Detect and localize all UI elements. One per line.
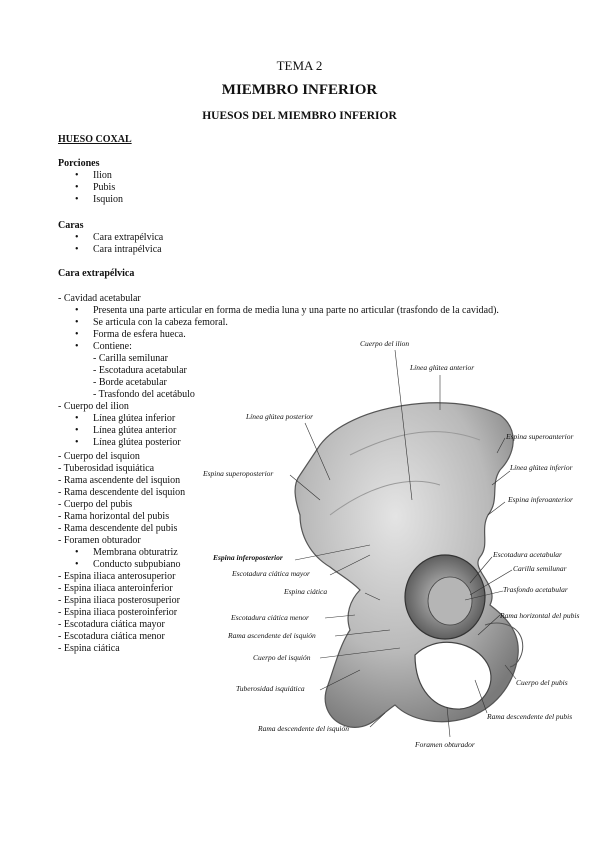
body-bullet: Conducto subpubiano xyxy=(75,559,180,571)
label-rama-descendente-isquion: Rama descendente del isquión xyxy=(258,724,350,733)
body-subline: - Trasfondo del acetábulo xyxy=(93,389,195,400)
body-bullet: Membrana obturatriz xyxy=(75,547,178,559)
body-line: - Rama descendente del pubis xyxy=(58,523,178,534)
body-line: - Cuerpo del ilion xyxy=(58,401,129,412)
body-line: - Rama ascendente del isquion xyxy=(58,475,181,486)
body-bullet: Contiene: xyxy=(75,341,132,353)
body-line: - Escotadura ciática menor xyxy=(58,631,165,642)
label-linea-glutea-posterior: Línea glútea posterior xyxy=(246,412,314,421)
caras-heading: Caras xyxy=(58,220,84,231)
label-escotadura-acetabular: Escotadura acetabular xyxy=(493,550,562,559)
body-line: - Cuerpo del pubis xyxy=(58,499,133,510)
list-item: Cara intrapélvica xyxy=(75,244,161,256)
body-subline: - Carilla semilunar xyxy=(93,353,168,364)
body-line: - Cuerpo del isquion xyxy=(58,451,140,462)
hip-bone-figure: Cuerpo del ilion Línea glútea anterior L… xyxy=(200,335,599,755)
hip-bone-illustration xyxy=(289,349,524,738)
body-bullet: Línea glútea inferior xyxy=(75,413,175,425)
cara-extrapelvica-heading: Cara extrapélvica xyxy=(58,268,135,279)
body-line: - Espina iliaca anteroinferior xyxy=(58,583,173,594)
label-rama-ascendente-isquion: Rama ascendente del isquión xyxy=(228,631,316,640)
body-line: - Rama descendente del isquion xyxy=(58,487,186,498)
porciones-heading: Porciones xyxy=(58,158,100,169)
label-rama-descendente-pubis: Rama descendente del pubis xyxy=(487,712,573,721)
body-line: - Rama horizontal del pubis xyxy=(58,511,170,522)
label-escotadura-ciatica-mayor: Escotadura ciática mayor xyxy=(232,569,310,578)
label-foramen-obturador: Foramen obturador xyxy=(415,740,475,749)
body-bullet: Línea glútea posterior xyxy=(75,437,181,449)
list-item: Cara extrapélvica xyxy=(75,232,163,244)
label-espina-ciatica: Espina ciática xyxy=(284,587,328,596)
section-heading: HUESO COXAL xyxy=(58,134,132,145)
topic-number: TEMA 2 xyxy=(276,58,323,73)
body-line: - Cavidad acetabular xyxy=(58,293,141,304)
label-espina-superoposterior: Espina superoposterior xyxy=(203,469,274,478)
label-escotadura-ciatica-menor: Escotadura ciática menor xyxy=(231,613,309,622)
list-item: Ilion xyxy=(75,170,112,182)
page-subtitle: HUESOS DEL MIEMBRO INFERIOR xyxy=(202,110,397,122)
list-item: Pubis xyxy=(75,182,115,194)
label-espina-inferoposterior: Espina inferoposterior xyxy=(213,553,283,562)
label-cuerpo-isquion: Cuerpo del isquión xyxy=(253,653,311,662)
label-cuerpo-ilion: Cuerpo del ilion xyxy=(360,339,410,348)
label-linea-glutea-anterior: Línea glútea anterior xyxy=(410,363,475,372)
body-line: - Espina ciática xyxy=(58,643,120,654)
body-line: - Espina iliaca posteroinferior xyxy=(58,607,178,618)
body-subline: - Escotadura acetabular xyxy=(93,365,187,376)
label-tuberosidad-isquiatica: Tuberosidad isquiática xyxy=(236,684,305,693)
body-line: - Foramen obturador xyxy=(58,535,141,546)
body-bullet: Presenta una parte articular en forma de… xyxy=(75,305,499,317)
body-bullet: Forma de esfera hueca. xyxy=(75,329,186,341)
body-line: - Espina iliaca anterosuperior xyxy=(58,571,176,582)
label-trasfondo-acetabular: Trasfondo acetabular xyxy=(503,585,568,594)
label-carilla-semilunar: Carilla semilunar xyxy=(513,564,567,573)
label-espina-superoanterior: Espina superoanterior xyxy=(506,432,574,441)
page-title: MIEMBRO INFERIOR xyxy=(221,82,378,98)
body-line: - Espina iliaca posterosuperior xyxy=(58,595,180,606)
body-line: - Tuberosidad isquiática xyxy=(58,463,155,474)
label-linea-glutea-inferior: Línea glútea inferior xyxy=(510,463,573,472)
label-rama-horizontal-pubis: Rama horizontal del pubis xyxy=(500,611,580,620)
body-bullet: Línea glútea anterior xyxy=(75,425,176,437)
list-item: Isquion xyxy=(75,194,123,206)
body-bullet: Se articula con la cabeza femoral. xyxy=(75,317,228,329)
label-cuerpo-pubis: Cuerpo del pubis xyxy=(516,678,568,687)
body-subline: - Borde acetabular xyxy=(93,377,167,388)
body-line: - Escotadura ciática mayor xyxy=(58,619,165,630)
label-espina-inferoanterior: Espina inferoanterior xyxy=(508,495,573,504)
